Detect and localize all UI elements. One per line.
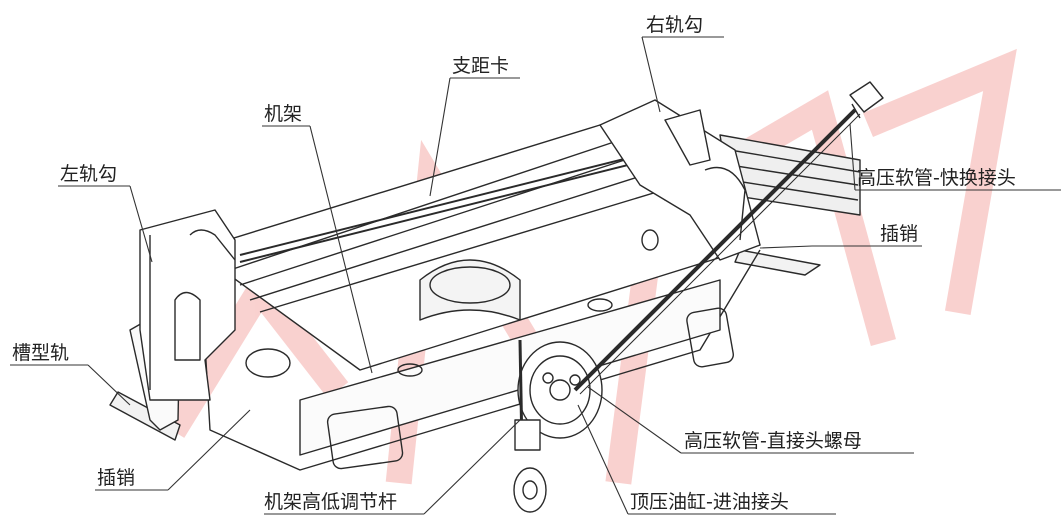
leader-lines bbox=[10, 36, 1061, 515]
leader-pin-right bbox=[759, 245, 922, 249]
leader-hose-straight-nut bbox=[587, 386, 914, 454]
height-adjust-rod bbox=[513, 339, 547, 513]
leader-gauge-clip bbox=[429, 77, 520, 197]
leader-left-rail-hook bbox=[58, 185, 153, 263]
leader-pin-left bbox=[95, 409, 251, 491]
leader-hose-quick-coupler bbox=[849, 123, 1061, 191]
label-pin-left: 插销 bbox=[97, 467, 136, 489]
label-pin-right: 插销 bbox=[880, 223, 919, 245]
leader-cylinder-inlet bbox=[577, 404, 836, 515]
left-rail-hook bbox=[139, 209, 236, 401]
label-height-adjust-rod: 机架高低调节杆 bbox=[264, 491, 398, 513]
label-cylinder-inlet: 顶压油缸-进油接头 bbox=[630, 491, 789, 513]
handles bbox=[245, 307, 734, 470]
leader-channel-rail bbox=[10, 364, 131, 406]
frame-body bbox=[194, 124, 761, 471]
leader-frame bbox=[262, 125, 373, 374]
leader-right-rail-hook bbox=[641, 36, 724, 113]
leader-height-adjust-rod bbox=[264, 419, 521, 515]
hydraulic-cylinder bbox=[517, 341, 603, 439]
label-channel-rail: 槽型轨 bbox=[12, 342, 70, 364]
label-hose-straight-nut: 高压软管-直接头螺母 bbox=[684, 430, 862, 452]
label-left-rail-hook: 左轨勾 bbox=[60, 163, 118, 185]
high-pressure-hose bbox=[573, 81, 884, 395]
label-right-rail-hook: 右轨勾 bbox=[646, 14, 704, 36]
label-hose-quick-coupler: 高压软管-快换接头 bbox=[857, 167, 1016, 189]
label-frame: 机架 bbox=[264, 103, 303, 125]
label-gauge-clip: 支距卡 bbox=[452, 55, 510, 77]
right-rail-hook bbox=[599, 99, 761, 261]
